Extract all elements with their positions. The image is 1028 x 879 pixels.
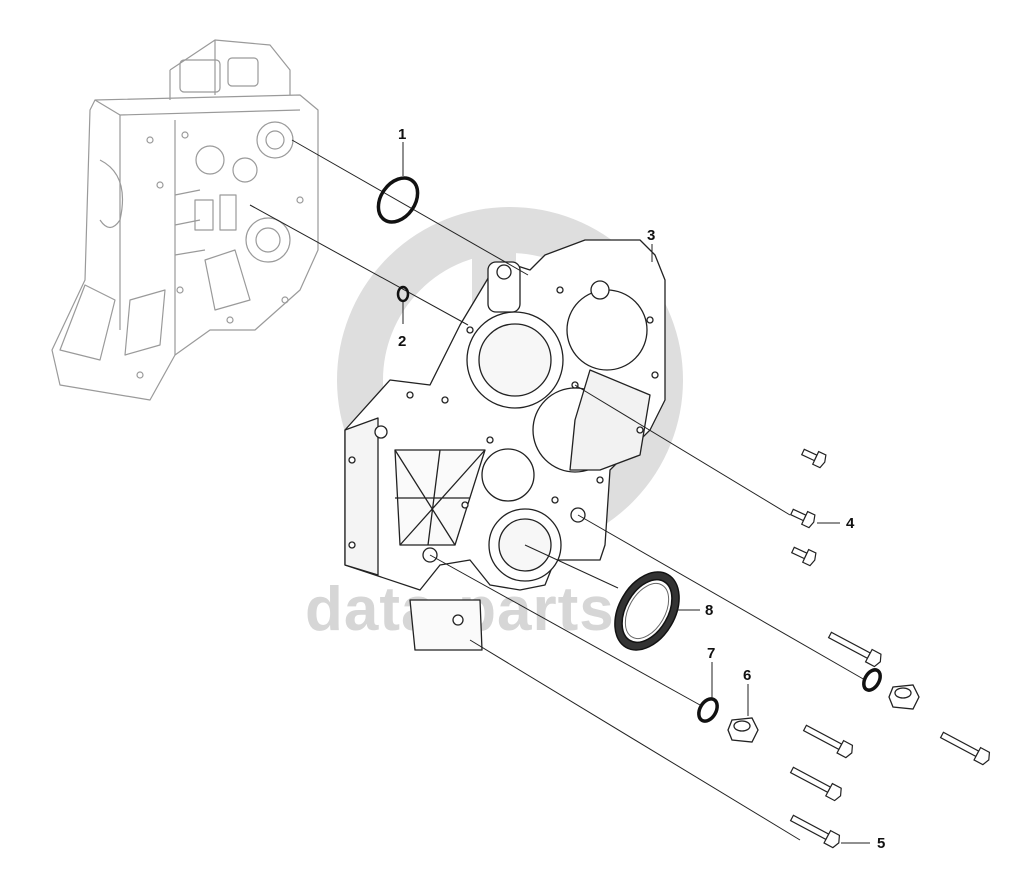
plugs <box>727 684 920 743</box>
short-bolts <box>789 448 827 567</box>
callout-6: 6 <box>743 667 751 684</box>
callout-labels: 1 2 3 4 5 6 7 8 <box>398 126 885 852</box>
callout-8: 8 <box>705 602 713 619</box>
callout-7: 7 <box>707 645 715 662</box>
leader-lines <box>249 139 866 841</box>
callout-4: 4 <box>846 515 855 532</box>
o-ring-small <box>396 285 410 303</box>
callout-1: 1 <box>398 126 406 143</box>
callout-2: 2 <box>398 333 406 350</box>
callout-5: 5 <box>877 835 885 852</box>
callout-ticks <box>402 142 870 844</box>
crankshaft-oil-seal <box>614 571 680 651</box>
engine-block <box>51 39 319 401</box>
long-bolts <box>789 631 991 849</box>
callout-3: 3 <box>647 227 655 244</box>
timing-gear-cover <box>344 239 666 651</box>
sealing-rings <box>697 668 882 723</box>
o-ring-large <box>376 176 420 224</box>
